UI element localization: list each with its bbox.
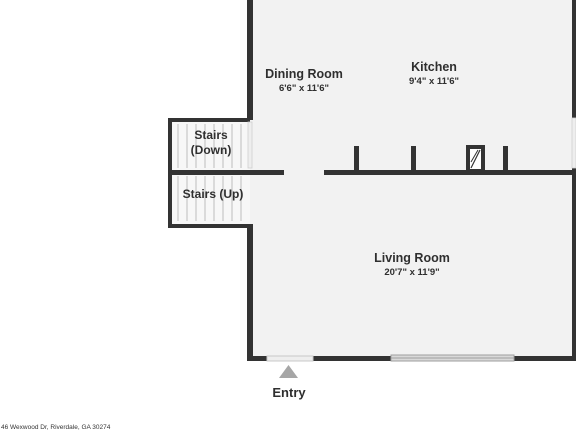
living-room-name: Living Room	[374, 251, 450, 265]
entry-door	[266, 355, 314, 362]
stair-opening	[247, 121, 253, 169]
wall-right-lower	[572, 168, 576, 361]
dining-room-name: Dining Room	[265, 67, 343, 81]
stair-wall-top	[168, 118, 250, 122]
walls	[168, 0, 576, 361]
entry-label: Entry	[272, 385, 306, 400]
floor-area	[250, 0, 576, 358]
address-caption: 46 Wexwood Dr, Riverdale, GA 30274	[1, 424, 111, 431]
wall-bottom-right	[514, 356, 576, 361]
stair-divider-wall	[168, 170, 284, 175]
kitchen-dims: 9'4" x 11'6"	[409, 76, 459, 87]
triangle-up-icon	[279, 365, 298, 378]
living-room-dims: 20'7" x 11'9"	[384, 267, 439, 278]
stairs-up-treads	[177, 176, 242, 221]
wall-kitchen-living	[324, 170, 576, 175]
right-opening	[571, 117, 576, 169]
sliding-door	[390, 354, 515, 362]
kitchen-name: Kitchen	[411, 60, 457, 74]
counter-stub-2	[411, 146, 416, 173]
counter-stub-1	[354, 146, 359, 173]
dining-room-dims: 6'6" x 11'6"	[279, 83, 329, 94]
stairs-up-label: Stairs (Up)	[183, 187, 244, 201]
wall-bottom-left	[247, 356, 267, 361]
counter-stub-3	[503, 146, 508, 173]
stair-wall-bottom	[168, 224, 253, 228]
wall-left-upper	[247, 0, 253, 120]
wall-bottom-mid	[313, 356, 391, 361]
stairs-down-treads	[177, 124, 242, 168]
wall-left-lower	[247, 224, 253, 361]
stairs-down-label-line1: Stairs	[194, 128, 228, 142]
wall-right-upper	[572, 0, 576, 118]
appliance-icon	[466, 145, 485, 171]
stairs-down-label-line2: (Down)	[191, 143, 232, 157]
